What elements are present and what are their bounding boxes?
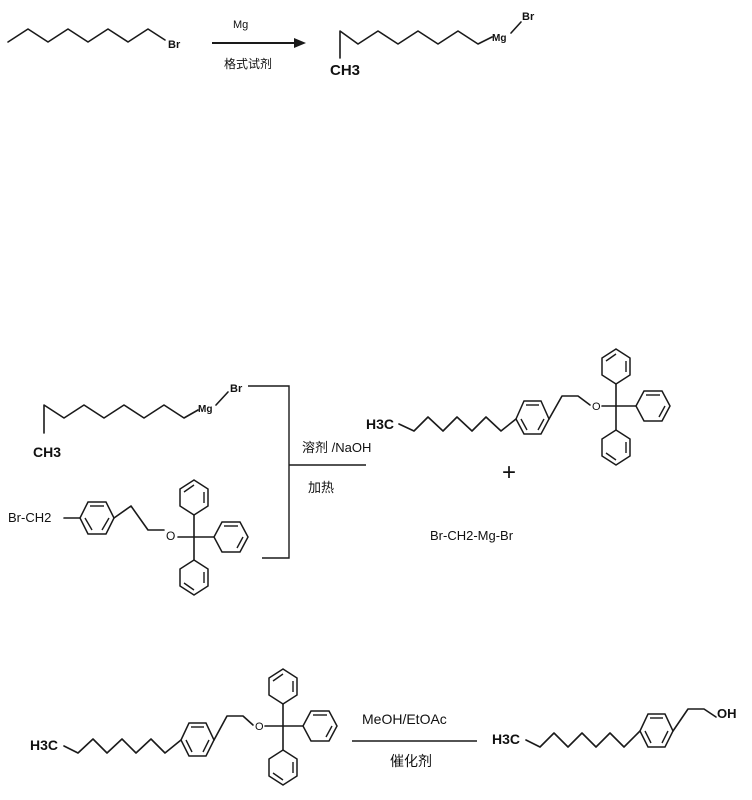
trityl-phenyl-top: [179, 479, 209, 516]
grignard-br-label: Br: [230, 383, 243, 395]
step1: Br Mg 格式试剂 Mg Br CH3: [7, 11, 535, 79]
step3-ether-oxygen: O: [255, 721, 264, 733]
grignard-ch3-label: CH3: [33, 444, 61, 460]
product-ether-oxygen: O: [592, 401, 601, 413]
trityl-phenyl-bottom: [179, 559, 209, 596]
step3-octyl-chain: [63, 738, 182, 754]
reactant-bracket: [248, 385, 290, 559]
step2-products: H3C O + Br-CH2-Mg-Br: [366, 348, 671, 543]
trityl-phenyl-right: [213, 521, 249, 553]
octyl-bromide-chain: [7, 28, 166, 43]
benzene-ring-1: [79, 501, 115, 535]
ether-oxygen: O: [166, 529, 175, 543]
step2-reactants: Mg Br CH3 Br-CH2 O: [8, 383, 249, 596]
product-trityl-phenyl-bottom: [601, 429, 631, 466]
step2-conditions: 溶剂 /NaOH 加热: [248, 385, 371, 559]
final-h3c-label: H3C: [492, 731, 520, 747]
step3-ethylene-linker: [213, 715, 254, 741]
product-ethylene-linker: [548, 395, 591, 420]
solvent-naoh-label: 溶剂 /NaOH: [302, 440, 371, 455]
byproduct-label: Br-CH2-Mg-Br: [430, 528, 514, 543]
solvent-label: MeOH/EtOAc: [362, 711, 447, 727]
mg-label: Mg: [492, 33, 506, 44]
octyl-magnesium-chain: [339, 30, 493, 59]
step3-trityl-phenyl-right: [302, 710, 338, 742]
product-trityl-phenyl-right: [635, 390, 671, 422]
product-octyl-chain: [398, 416, 517, 432]
magnesium-reagent-label: Mg: [233, 19, 248, 31]
bromine-label: Br: [168, 39, 181, 51]
plus-sign: +: [502, 459, 516, 486]
br-label: Br: [522, 11, 535, 23]
mg-br-bond: [510, 21, 522, 34]
step3-benzene-ring: [180, 722, 215, 757]
step3-reactant: H3C O: [30, 668, 338, 786]
benzyl-bromide-label: Br-CH2: [8, 510, 51, 525]
benzene-ring-2: [515, 400, 550, 435]
step3-trityl-phenyl-bottom: [268, 749, 298, 786]
product-h3c-label: H3C: [366, 416, 394, 432]
step3-product: H3C OH: [492, 706, 737, 748]
grignard-chain: [43, 404, 199, 434]
final-benzene-ring: [639, 713, 674, 748]
heating-label: 加热: [308, 480, 334, 495]
ethylene-linker: [113, 505, 165, 531]
ch3-label: CH3: [330, 62, 360, 79]
step3-conditions: MeOH/EtOAc 催化剂: [352, 711, 477, 769]
catalyst-label: 催化剂: [390, 753, 432, 769]
hydroxyl-label: OH: [717, 706, 737, 721]
final-ethylene-linker: [672, 708, 717, 732]
arrow-head-1: [294, 38, 306, 48]
grignard-reagent-label: 格式试剂: [224, 56, 272, 71]
grignard-mg-br-bond: [215, 391, 229, 406]
grignard-mg-label: Mg: [198, 404, 212, 415]
final-octyl-chain: [525, 730, 641, 748]
step3-trityl-phenyl-top: [268, 668, 298, 705]
step3-h3c-label: H3C: [30, 737, 58, 753]
product-trityl-phenyl-top: [601, 348, 631, 385]
